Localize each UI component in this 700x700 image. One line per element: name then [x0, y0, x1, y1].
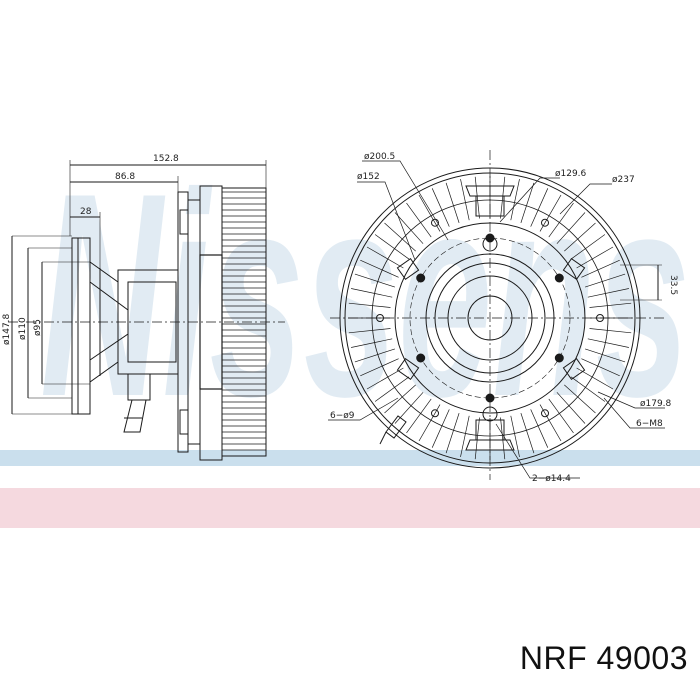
front-fin-line	[354, 273, 396, 288]
front-fin-line	[510, 179, 520, 221]
front-fin-line	[354, 348, 396, 363]
front-fin-line	[530, 409, 549, 448]
front-fin-line	[570, 234, 606, 260]
front-fin-line	[374, 376, 410, 402]
front-fin-line	[360, 259, 399, 278]
front-fin-line	[348, 302, 391, 308]
label-d129: ø129.6	[555, 169, 587, 179]
front-fin-line	[366, 246, 404, 269]
watermark-pink-band	[0, 488, 700, 528]
front-fin-line	[584, 273, 626, 288]
front-fin-line	[564, 222, 596, 252]
label-holes: 6−ø9	[330, 411, 355, 421]
pin-hole	[482, 236, 498, 252]
front-fin-line	[366, 367, 404, 390]
front-fin-line	[406, 202, 432, 238]
front-bolt-holes	[376, 218, 604, 422]
front-fin-line	[500, 417, 506, 460]
thread-hole	[431, 409, 439, 418]
front-view-labels: ø200.5 ø152 ø129.6 ø237 33.5 ø179.8 6−M8…	[330, 152, 678, 484]
bolt-hole	[416, 273, 426, 283]
front-fin-line	[348, 328, 391, 334]
dim-overall-length: 152.8	[153, 154, 179, 164]
thread-hole	[541, 218, 549, 227]
side-fins	[222, 191, 266, 451]
front-fin-line	[570, 376, 606, 402]
front-fin-line	[548, 202, 574, 238]
front-fin-line	[445, 182, 460, 224]
thread-hole	[596, 314, 604, 322]
watermark-blue-band	[0, 450, 700, 466]
side-view-labels: 152.8 86.8 28 ø147.8 ø110 ø95	[2, 154, 179, 345]
front-fin-line	[418, 194, 441, 232]
front-fin-line	[500, 176, 506, 219]
dim-mid-length: 86.8	[115, 172, 135, 182]
front-fin-line	[474, 417, 480, 460]
thread-hole	[541, 409, 549, 418]
dim-hub-depth: 28	[80, 207, 92, 217]
front-fin-line	[581, 259, 620, 278]
label-d237: ø237	[612, 175, 635, 185]
front-fin-line	[431, 188, 450, 227]
front-fin-line	[587, 288, 629, 298]
front-fin-line	[394, 212, 424, 244]
front-view	[330, 150, 665, 480]
leader-lines	[328, 160, 665, 479]
front-fin-line	[539, 194, 562, 232]
front-fin-line	[589, 328, 632, 334]
front-fin-line	[530, 188, 549, 227]
label-pins: 2−ø14.4	[532, 474, 571, 484]
label-d200: ø200.5	[364, 152, 395, 162]
front-fin-line	[460, 179, 470, 221]
part-number: NRF 49003	[519, 640, 688, 676]
front-fin-line	[548, 398, 574, 434]
front-fin-line	[520, 182, 535, 224]
label-offset: 33.5	[668, 275, 678, 295]
front-fin-line	[384, 222, 416, 252]
front-fin-line	[564, 384, 596, 414]
side-view	[8, 160, 285, 461]
bolt-hole	[416, 353, 426, 363]
front-fin-line	[384, 384, 416, 414]
front-fin-line	[584, 348, 626, 363]
front-fin-line	[360, 358, 399, 377]
bolt-hole	[485, 393, 495, 403]
front-fin-line	[351, 288, 393, 298]
pin-hole	[482, 406, 498, 422]
front-fin-line	[445, 412, 460, 454]
front-fin-line	[556, 392, 586, 424]
front-fin-line	[460, 415, 470, 457]
front-fin-line	[406, 398, 432, 434]
dim-outer-diameter: ø147.8	[2, 313, 12, 345]
label-threads: 6−M8	[636, 419, 663, 429]
watermark-logo: Nissens	[40, 133, 690, 457]
front-fin-line	[394, 392, 424, 424]
label-d152: ø152	[357, 172, 380, 182]
bolt-hole	[554, 273, 564, 283]
front-fin-line	[510, 415, 520, 457]
front-fin-line	[576, 246, 614, 269]
front-fin-line	[351, 338, 393, 348]
front-fin-line	[374, 234, 410, 260]
dim-inner-diameter: ø110	[18, 317, 28, 340]
front-fin-line	[520, 412, 535, 454]
front-fin-line	[474, 176, 480, 219]
label-d179: ø179.8	[640, 399, 672, 409]
front-fin-line	[431, 409, 450, 448]
front-fin-line	[587, 338, 629, 348]
front-fin-line	[581, 358, 620, 377]
thread-hole	[376, 314, 384, 322]
front-fin-line	[589, 302, 632, 308]
front-fins	[348, 176, 632, 460]
front-fin-line	[539, 404, 562, 442]
front-fin-line	[418, 404, 441, 442]
front-fin-line	[556, 212, 586, 244]
bolt-hole	[554, 353, 564, 363]
dim-bore-diameter: ø95	[33, 319, 43, 336]
